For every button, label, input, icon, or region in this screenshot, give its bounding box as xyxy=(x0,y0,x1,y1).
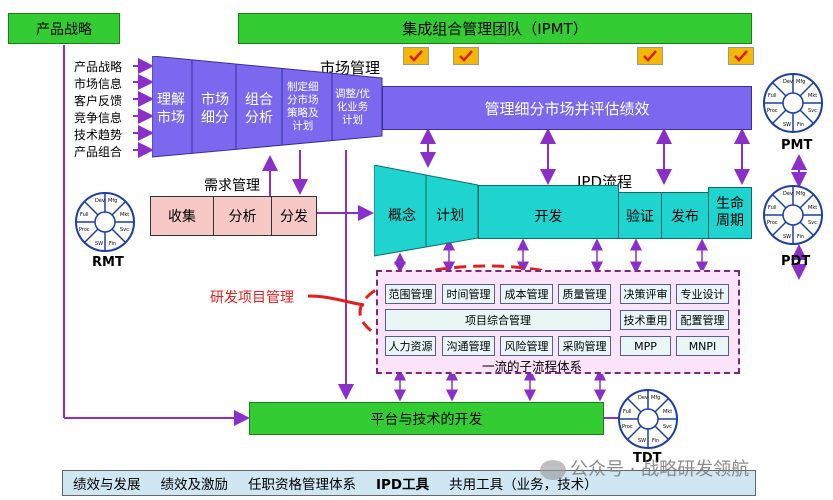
input-label: 竞争信息 xyxy=(74,111,123,125)
funnel-step: 理解 市场 xyxy=(157,92,185,126)
input-label: 产品组合 xyxy=(74,145,123,159)
bottom-item: 任职资格管理体系 xyxy=(248,477,356,493)
checkbox-icon xyxy=(403,47,429,65)
svg-text:SW: SW xyxy=(638,438,646,444)
demand-step-analyze: 分析 xyxy=(213,196,272,236)
product-strategy-box: 产品战略 xyxy=(8,13,120,44)
ipd-step-launch: 发布 xyxy=(661,192,709,239)
svg-text:Fin: Fin xyxy=(109,241,116,247)
svg-text:Svc: Svc xyxy=(120,227,129,233)
market-mgmt-title: 市场管理 xyxy=(320,59,381,77)
svg-text:Mkt: Mkt xyxy=(663,409,672,415)
svg-text:Proc: Proc xyxy=(767,108,778,114)
checkbox-icon xyxy=(453,47,479,65)
watermark: 公众号 · 战略研发领航 xyxy=(540,455,749,481)
pm-cell: 风险管理 xyxy=(500,336,553,356)
pm-cell: 成本管理 xyxy=(500,284,553,304)
svg-text:Mkt: Mkt xyxy=(808,205,817,211)
svg-text:Mkt: Mkt xyxy=(120,212,129,218)
right-cell: 技术重用 xyxy=(620,310,671,330)
pdt-label: PDT xyxy=(781,254,811,269)
svg-text:Mfg: Mfg xyxy=(796,191,805,197)
svg-text:SW: SW xyxy=(95,241,103,247)
pmt-label: PMT xyxy=(781,138,813,153)
svg-text:Full: Full xyxy=(768,93,777,99)
ipd-step-concept: 概念 xyxy=(388,208,416,224)
funnel-step: 调整/优 化业务 计划 xyxy=(335,88,371,127)
input-label: 市场信息 xyxy=(74,77,123,91)
pm-cell: 范围管理 xyxy=(385,284,436,304)
svg-text:Full: Full xyxy=(80,212,89,218)
svg-text:Dev: Dev xyxy=(638,395,648,401)
input-label: 客户反馈 xyxy=(74,94,123,108)
ipd-step-develop: 开发 xyxy=(478,185,619,239)
svg-text:Dev: Dev xyxy=(783,79,793,85)
pm-cell: 人力资源 xyxy=(385,336,436,356)
right-cell: 专业设计 xyxy=(676,284,729,304)
platform-bar: 平台与技术的开发 xyxy=(249,402,604,435)
svg-text:Fin: Fin xyxy=(797,122,804,128)
pm-cell: 质量管理 xyxy=(558,284,611,304)
right-cell: 决策评审 xyxy=(620,284,671,304)
pm-cell: 沟通管理 xyxy=(442,336,495,356)
svg-text:Mkt: Mkt xyxy=(808,93,817,99)
wechat-icon xyxy=(540,460,566,480)
input-label: 产品战略 xyxy=(74,60,123,74)
svg-text:Svc: Svc xyxy=(808,108,817,114)
demand-step-collect: 收集 xyxy=(150,196,214,236)
svg-text:Svc: Svc xyxy=(663,424,672,430)
svg-text:Proc: Proc xyxy=(767,220,778,226)
bottom-item: 绩效与发展 xyxy=(73,477,141,493)
bottom-item: IPD工具 xyxy=(376,477,430,493)
bottom-bar: 绩效与发展 绩效及激励 任职资格管理体系 IPD工具 共用工具（业务，技术） xyxy=(62,470,756,496)
svg-text:Mfg: Mfg xyxy=(108,198,117,204)
svg-text:Proc: Proc xyxy=(622,424,633,430)
bottom-item: 绩效及激励 xyxy=(160,477,229,493)
right-cell: MNPI xyxy=(676,336,729,356)
right-cell: 配置管理 xyxy=(676,310,729,330)
ipd-step-plan: 计划 xyxy=(436,208,464,224)
svg-text:Proc: Proc xyxy=(79,227,90,233)
demand-step-distribute: 分发 xyxy=(271,196,317,236)
ipd-step-verify: 验证 xyxy=(618,192,662,239)
demand-title: 需求管理 xyxy=(204,178,260,194)
rmt-label: RMT xyxy=(92,255,124,270)
svg-text:Dev: Dev xyxy=(783,191,793,197)
input-label: 技术趋势 xyxy=(74,128,123,142)
subprocess-label: 一流的子流程体系 xyxy=(482,359,583,374)
ipmt-bar: 集成组合管理团队（IPMT） xyxy=(238,13,752,44)
rd-pm-label: 研发项目管理 xyxy=(210,290,294,306)
funnel-step: 制定细 分市场 策略及 计划 xyxy=(287,81,319,133)
funnel-step: 市场 细分 xyxy=(201,92,229,126)
pm-integrated: 项目综合管理 xyxy=(385,309,611,331)
svg-text:Dev: Dev xyxy=(95,198,105,204)
checkbox-icon xyxy=(637,47,663,65)
checkbox-icon xyxy=(728,47,754,65)
pm-cell: 时间管理 xyxy=(442,284,495,304)
svg-text:SW: SW xyxy=(783,122,791,128)
svg-text:Fin: Fin xyxy=(797,234,804,240)
bottom-item: 共用工具（业务，技术） xyxy=(449,477,598,493)
svg-text:Svc: Svc xyxy=(808,220,817,226)
market-performance-bar: 管理细分市场并评估绩效 xyxy=(382,86,752,130)
funnel-step: 组合 分析 xyxy=(245,92,273,126)
ipd-step-lifecycle: 生命 周期 xyxy=(708,187,752,239)
svg-text:Mfg: Mfg xyxy=(651,395,660,401)
svg-text:Fin: Fin xyxy=(652,438,659,444)
right-cell: MPP xyxy=(620,336,671,356)
svg-text:Full: Full xyxy=(768,205,777,211)
svg-text:Mfg: Mfg xyxy=(796,79,805,85)
market-funnel xyxy=(152,56,383,158)
svg-text:Full: Full xyxy=(623,409,632,415)
pm-cell: 采购管理 xyxy=(558,336,611,356)
tdt-label: TDT xyxy=(633,451,662,466)
svg-text:SW: SW xyxy=(783,234,791,240)
